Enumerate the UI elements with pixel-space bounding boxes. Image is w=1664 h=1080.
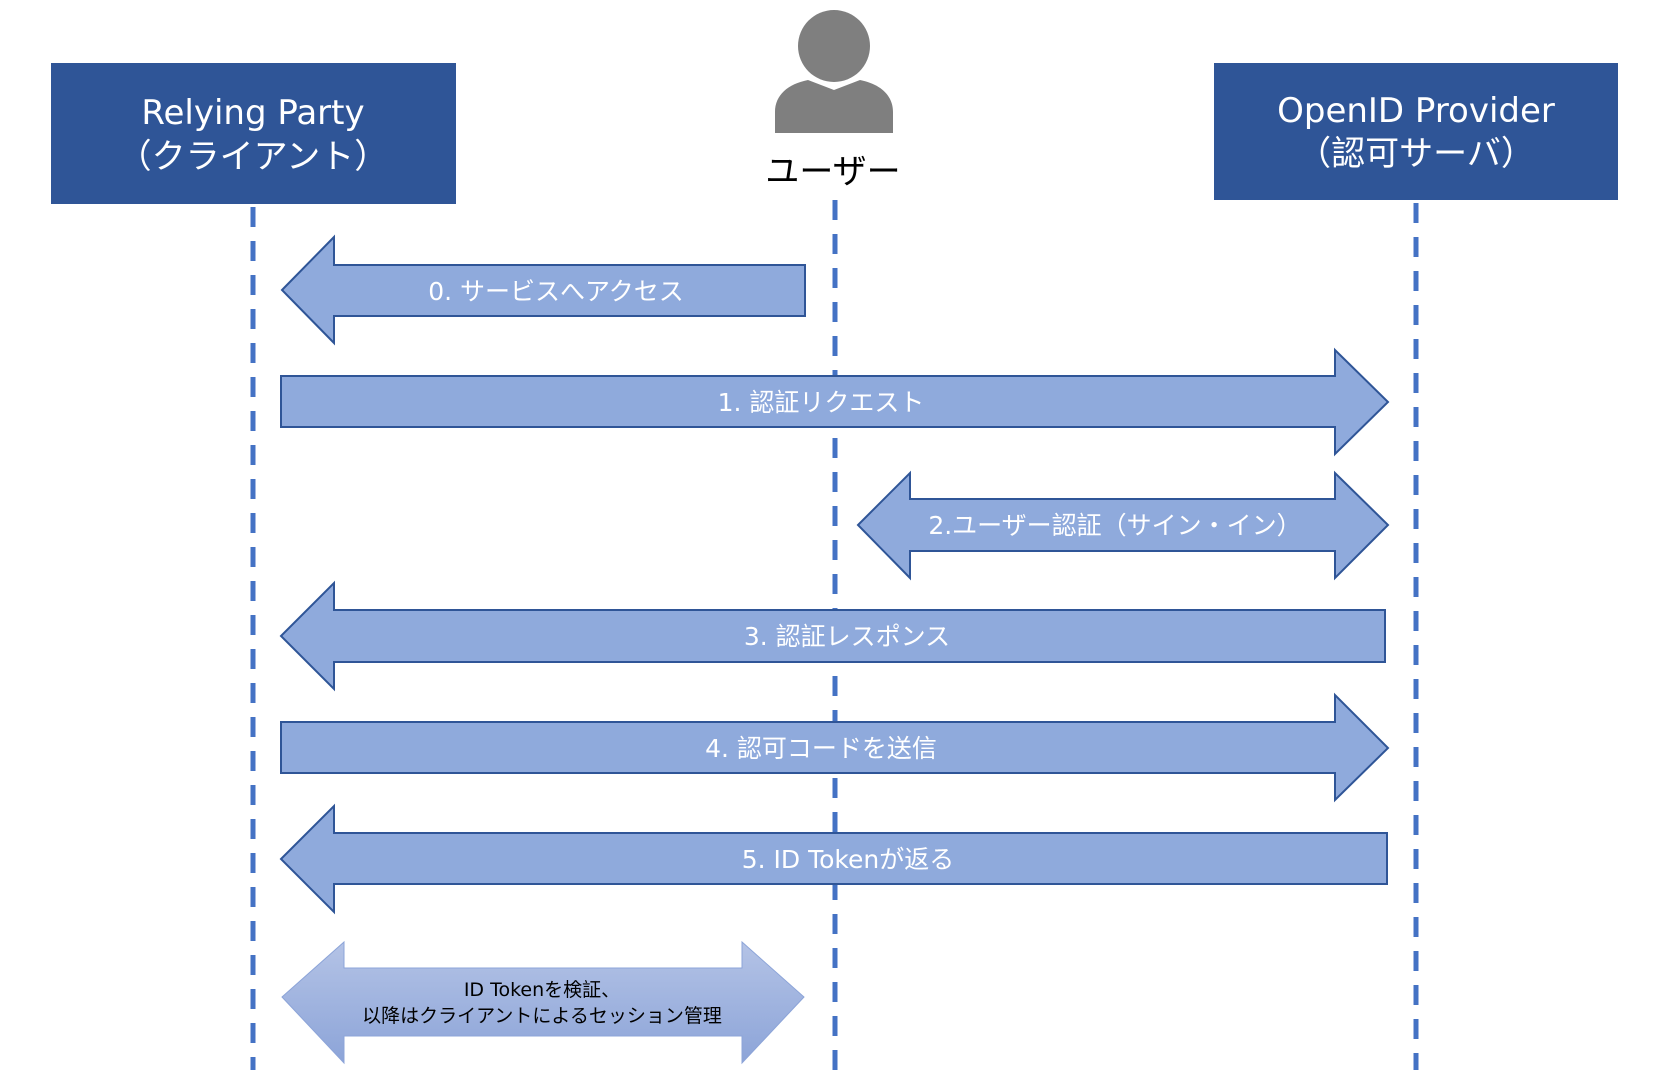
provider-title: OpenID Provider — [1277, 91, 1555, 131]
step-4-label: 4. 認可コードを送信 — [705, 734, 937, 763]
client-title: Relying Party — [141, 93, 364, 133]
provider-box: OpenID Provider （認可サーバ） — [1214, 63, 1618, 200]
client-subtitle: （クライアント） — [118, 137, 389, 177]
step-5-label: 5. ID Tokenが返る — [742, 845, 955, 874]
step-2-label: 2.ユーザー認証（サイン・イン） — [928, 511, 1301, 540]
step-2-arrow: 2.ユーザー認証（サイン・イン） — [856, 470, 1390, 581]
step-3-label: 3. 認証レスポンス — [744, 622, 950, 651]
final-note-line1: ID Tokenを検証、 — [464, 979, 620, 1001]
provider-subtitle: （認可サーバ） — [1297, 134, 1535, 174]
step-3-arrow: 3. 認証レスポンス — [279, 580, 1386, 692]
final-note-arrow: ID Tokenを検証、 以降はクライアントによるセッション管理 — [281, 940, 805, 1065]
user-icon — [775, 10, 893, 133]
step-1-label: 1. 認証リクエスト — [718, 388, 925, 417]
step-4-arrow: 4. 認可コードを送信 — [280, 692, 1390, 803]
step-1-arrow: 1. 認証リクエスト — [280, 347, 1390, 457]
user-label: ユーザー — [765, 152, 900, 192]
step-5-arrow: 5. ID Tokenが返る — [279, 803, 1388, 915]
client-box: Relying Party （クライアント） — [51, 63, 456, 204]
step-0-label: 0. サービスへアクセス — [428, 277, 684, 306]
final-note-line2: 以降はクライアントによるセッション管理 — [362, 1005, 722, 1027]
step-0-arrow: 0. サービスへアクセス — [280, 234, 806, 346]
